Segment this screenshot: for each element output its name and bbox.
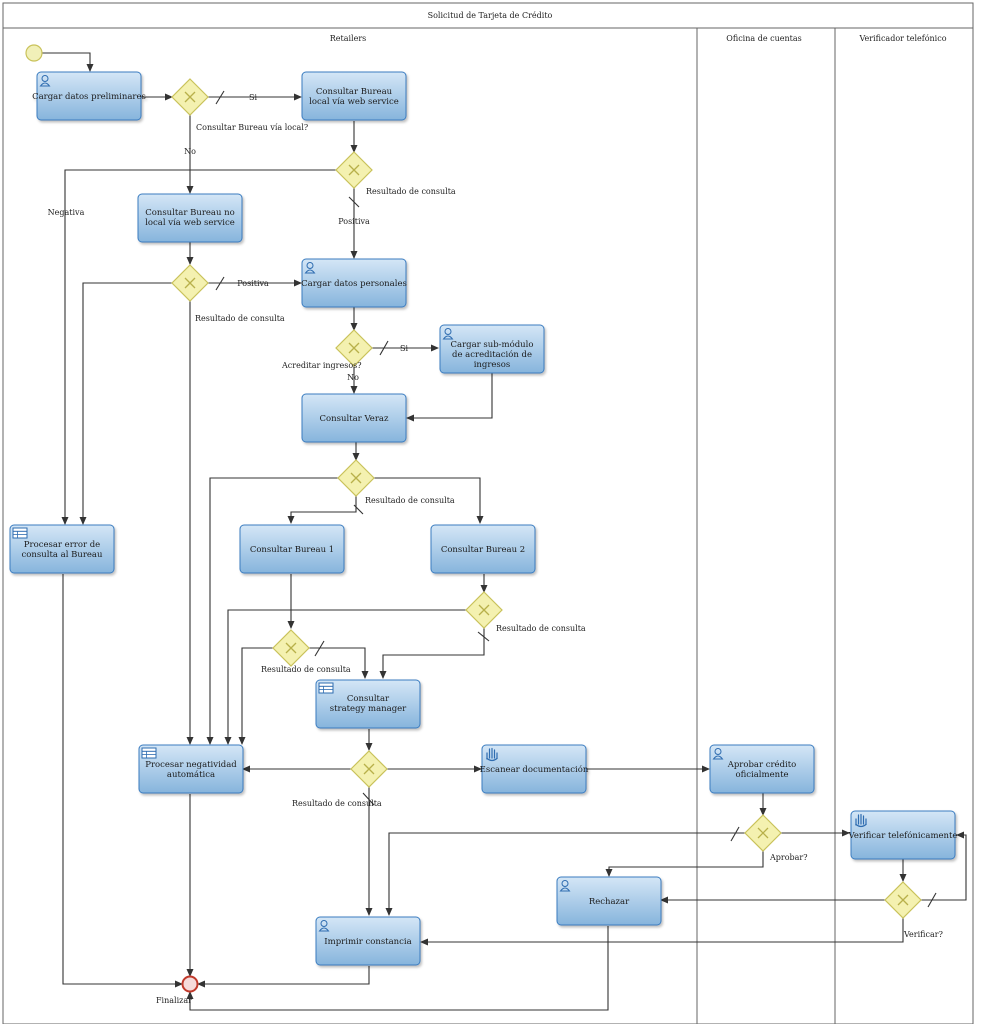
task-consultar-bureau-2[interactable]: Consultar Bureau 2: [430, 524, 536, 574]
task-verificar-telefonicamente[interactable]: Verificar telefónicamente: [848, 810, 958, 860]
task-consultar-bureau-1[interactable]: Consultar Bureau 1: [239, 524, 345, 574]
flow-label-no: No: [184, 147, 196, 156]
gateway-resultado-consulta-2[interactable]: Resultado de consulta: [171, 264, 285, 323]
gateway-resultado-consulta-5[interactable]: Resultado de consulta: [261, 629, 351, 674]
task-consultar-veraz[interactable]: Consultar Veraz: [301, 393, 407, 443]
gateway-verificar[interactable]: Verificar?: [884, 881, 943, 939]
user-icon: [304, 262, 316, 274]
user-icon: [39, 75, 51, 87]
table-icon: [12, 527, 28, 539]
flow-label-positiva: Positiva: [338, 217, 370, 226]
gateway-label: Resultado de consulta: [366, 187, 456, 196]
gateway-resultado-consulta-3[interactable]: Resultado de consulta: [337, 459, 455, 505]
task-rechazar[interactable]: Rechazar: [556, 876, 662, 926]
task-cargar-datos-personales[interactable]: Cargar datos personales: [301, 258, 407, 308]
gateway-label: Resultado de consulta: [195, 314, 285, 323]
task-label: Verificar telefónicamente: [848, 830, 958, 841]
user-icon: [318, 920, 330, 932]
task-cargar-datos-preliminares[interactable]: Cargar datos preliminares: [32, 71, 146, 121]
gateway-label: Aprobar?: [769, 853, 808, 862]
lane-title-retailers: Retailers: [330, 34, 367, 43]
user-icon: [559, 880, 571, 892]
gateway-label: Verificar?: [903, 930, 943, 939]
table-icon: [141, 747, 157, 759]
task-escanear-documentacion[interactable]: Escanear documentación: [480, 744, 589, 794]
flow-labels: Si No Negativa Positiva Positiva Si No: [48, 93, 409, 382]
end-event-label: Finalizar: [156, 996, 192, 1005]
gateway-label: Resultado de consulta: [292, 799, 382, 808]
hand-icon: [486, 747, 498, 762]
gateway-label: Consultar Bureau vía local?: [196, 123, 308, 132]
flow-label-si: Si: [400, 344, 408, 353]
flow-label-no: No: [347, 373, 359, 382]
gateway-label: Acreditar ingresos?: [281, 361, 362, 370]
hand-icon: [855, 813, 867, 828]
table-icon: [318, 682, 334, 694]
task-label: Cargar datos personales: [301, 279, 407, 289]
end-event-finalizar[interactable]: Finalizar: [156, 975, 199, 1006]
gateway-aprobar[interactable]: Aprobar?: [744, 814, 808, 862]
gateway-resultado-consulta-6[interactable]: Resultado de consulta: [292, 750, 388, 808]
lane-title-oficina: Oficina de cuentas: [726, 34, 801, 43]
user-icon: [712, 748, 724, 760]
flow-label-positiva: Positiva: [237, 279, 269, 288]
gateway-resultado-consulta-1[interactable]: Resultado de consulta: [335, 151, 456, 196]
task-label: Consultar Bureau 1: [250, 545, 334, 555]
flow-label-negativa: Negativa: [48, 208, 85, 217]
pool-title: Solicitud de Tarjeta de Crédito: [428, 11, 553, 20]
task-label: Consultar Bureau 2: [441, 545, 525, 555]
gateway-consultar-bureau-via-local[interactable]: Consultar Bureau vía local?: [171, 78, 308, 132]
task-label: Imprimir constancia: [324, 937, 411, 947]
task-imprimir-constancia[interactable]: Imprimir constancia: [315, 916, 421, 966]
gateway-label: Resultado de consulta: [496, 624, 586, 633]
sequence-flows: [42, 52, 967, 1011]
gateway-label: Resultado de consulta: [365, 496, 455, 505]
task-label: Cargar datos preliminares: [32, 92, 146, 102]
start-event[interactable]: [25, 44, 43, 62]
user-icon: [442, 328, 454, 340]
lane-title-verificador: Verificador telefónico: [858, 34, 946, 43]
gateway-label: Resultado de consulta: [261, 665, 351, 674]
flow-label-si: Si: [249, 93, 257, 102]
task-label: Consultar Veraz: [320, 414, 389, 424]
gateway-resultado-consulta-4[interactable]: Resultado de consulta: [465, 591, 586, 633]
task-label: Escanear documentación: [480, 764, 589, 775]
task-label: Rechazar: [589, 897, 630, 907]
gateway-acreditar-ingresos[interactable]: Acreditar ingresos?: [281, 329, 373, 370]
